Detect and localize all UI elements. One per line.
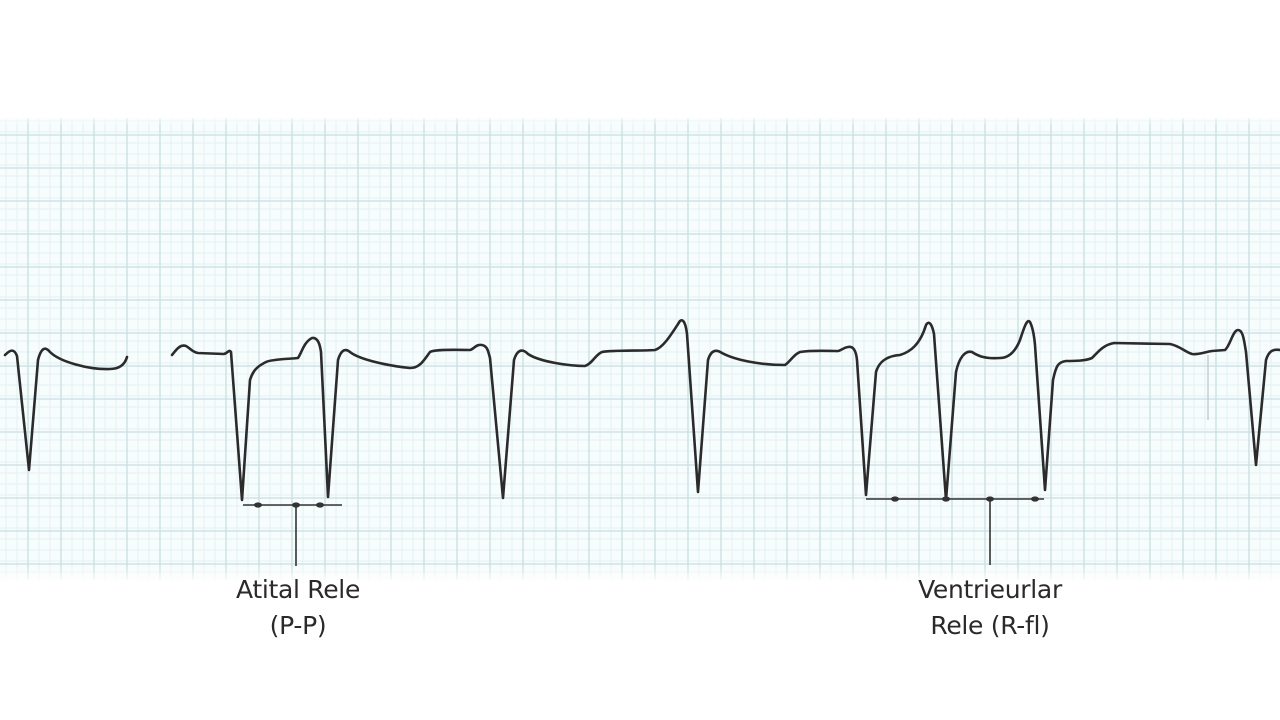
atrial-rate-label: Atital Rele (P-P) [198,572,398,644]
ecg-trace [3,319,1280,502]
ventricular-rate-label: Ventrieurlar Rele (R-fl) [880,572,1100,644]
ecg-trace-segment [3,347,129,472]
ventricular-rate-label-line2: Rele (R-fl) [930,611,1050,640]
grid-fade-top [0,112,1280,126]
interval-dot-marker [942,496,950,502]
interval-dot-marker [1031,496,1039,502]
interval-dot-marker [254,502,262,508]
interval-dot-marker [316,502,324,508]
interval-annotations [243,496,1044,566]
atrial-rate-label-line1: Atital Rele [235,575,361,604]
atrial-rate-bracket [243,502,342,566]
grid-background [0,118,1280,580]
interval-dot-marker [891,496,899,502]
ventricular-rate-bracket [866,496,1044,565]
grid-fade-bottom [0,566,1280,584]
ventricular-rate-label-line1: Ventrieurlar [918,575,1062,604]
ecg-trace-segment [170,319,1280,502]
atrial-rate-label-line2: (P-P) [269,611,327,640]
